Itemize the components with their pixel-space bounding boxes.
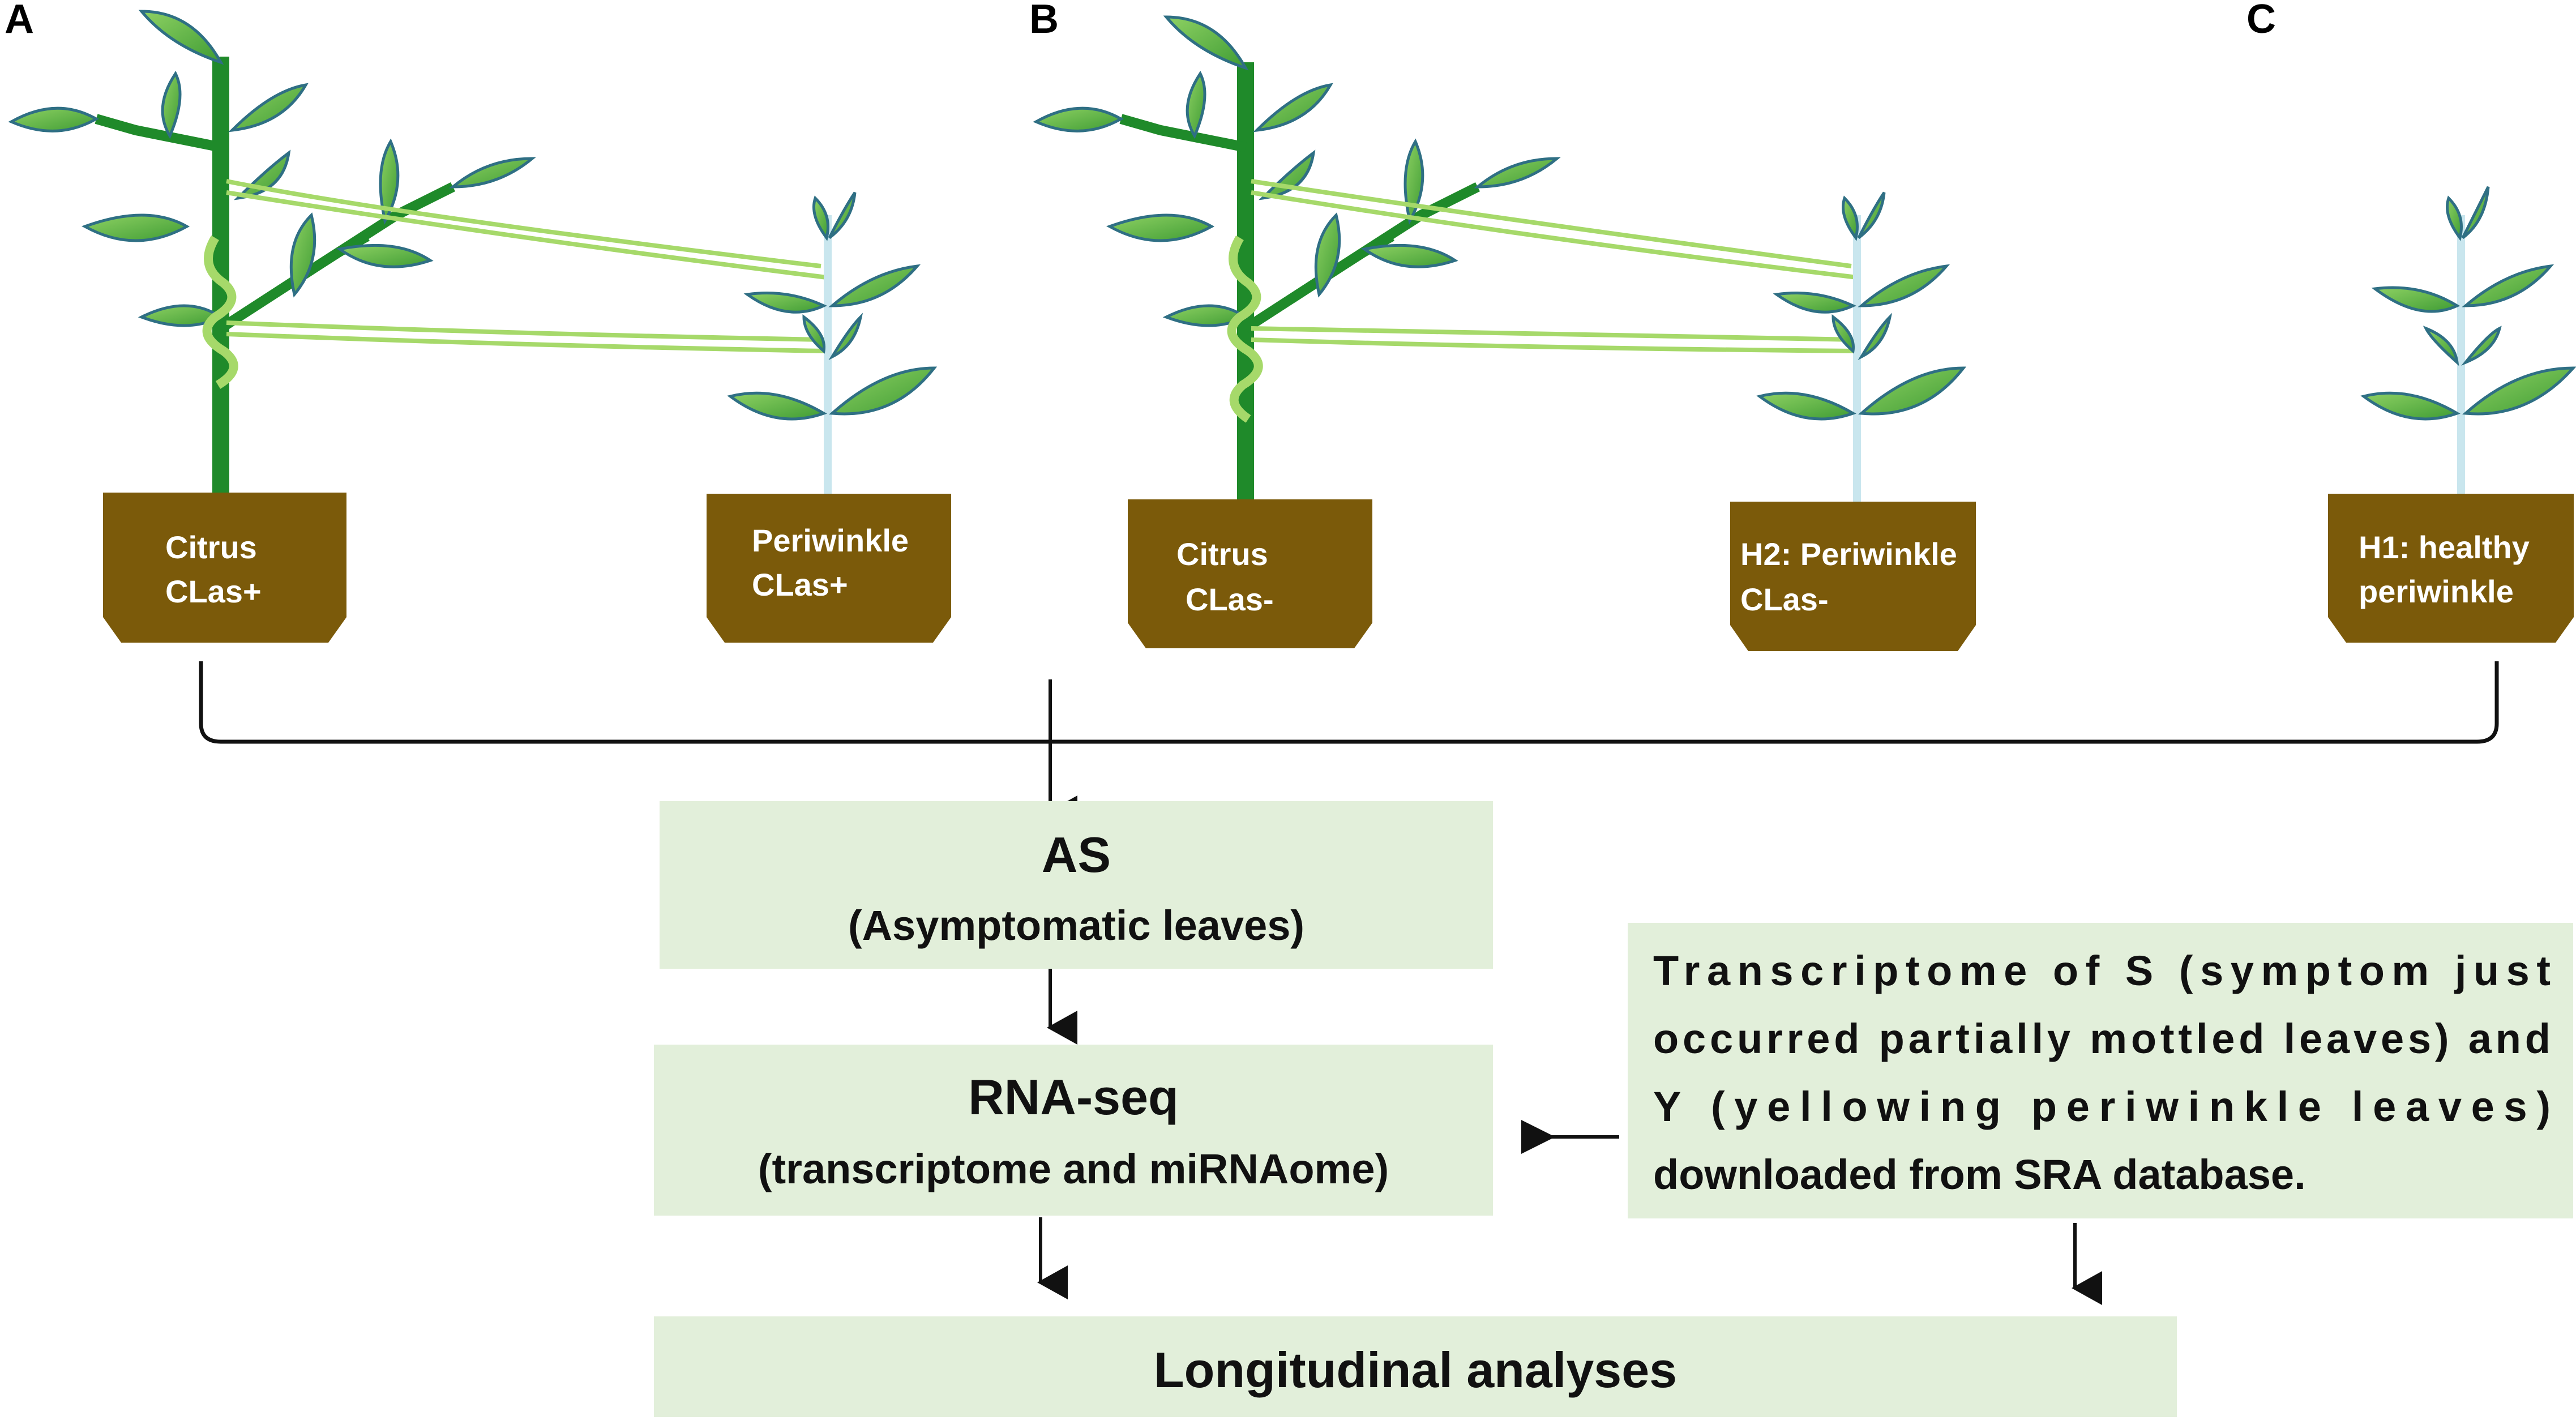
dodder-bridge-b [1251,179,1858,353]
pot-citrus-healthy-line1: Citrus [1176,536,1268,572]
pot-periwinkle-h1-line1: H1: healthy [2359,529,2530,565]
panel-label-a: A [5,0,34,42]
box-asymptomatic-subtitle: (Asymptomatic leaves) [848,902,1304,949]
box-sra: Transcriptome of S (symptom just occurre… [1628,923,2573,1218]
periwinkle-plant-healthy-h2 [1756,191,1967,504]
sample-bracket [199,661,2499,744]
pot-periwinkle-h2: H2: Periwinkle CLas- [1730,502,1976,651]
citrus-plant-healthy [1033,15,1561,504]
periwinkle-plant-infected [727,191,938,498]
box-longitudinal-title: Longitudinal analyses [1154,1342,1677,1398]
pot-citrus-infected: Citrus CLas+ [103,493,346,643]
pot-periwinkle-h1: H1: healthy periwinkle [2328,494,2574,643]
box-asymptomatic-title: AS [1042,827,1111,883]
pot-citrus-healthy: Citrus CLas- [1128,499,1372,648]
pot-periwinkle-h1-line2: periwinkle [2359,574,2514,609]
pot-citrus-infected-line2: CLas+ [165,574,262,609]
pot-periwinkle-infected-line2: CLas+ [752,567,848,602]
box-sra-line4: downloaded from SRA database. [1653,1151,2306,1198]
box-longitudinal: Longitudinal analyses [654,1316,2177,1417]
citrus-plant-infected [8,10,536,498]
box-asymptomatic: AS (Asymptomatic leaves) [660,801,1493,969]
panel-label-c: C [2246,0,2276,42]
pot-periwinkle-infected: Periwinkle CLas+ [707,494,951,643]
periwinkle-plant-healthy-h1 [2360,186,2576,498]
pot-periwinkle-h2-line2: CLas- [1740,581,1829,617]
pot-periwinkle-h2-line1: H2: Periwinkle [1740,536,1957,572]
box-rnaseq: RNA-seq (transcriptome and miRNAome) [654,1045,1493,1216]
pot-citrus-infected-line1: Citrus [165,529,257,565]
box-rnaseq-subtitle: (transcriptome and miRNAome) [758,1145,1389,1192]
box-rnaseq-title: RNA-seq [968,1069,1179,1125]
dodder-bridge-a [226,179,827,353]
box-sra-line3: Y (yellowing periwinkle leaves) [1653,1083,2551,1130]
box-sra-line2: occurred partially mottled leaves) and [1653,1015,2551,1062]
pot-periwinkle-infected-line1: Periwinkle [752,523,909,558]
panel-label-b: B [1029,0,1059,42]
pot-citrus-healthy-line2: CLas- [1186,581,1274,617]
